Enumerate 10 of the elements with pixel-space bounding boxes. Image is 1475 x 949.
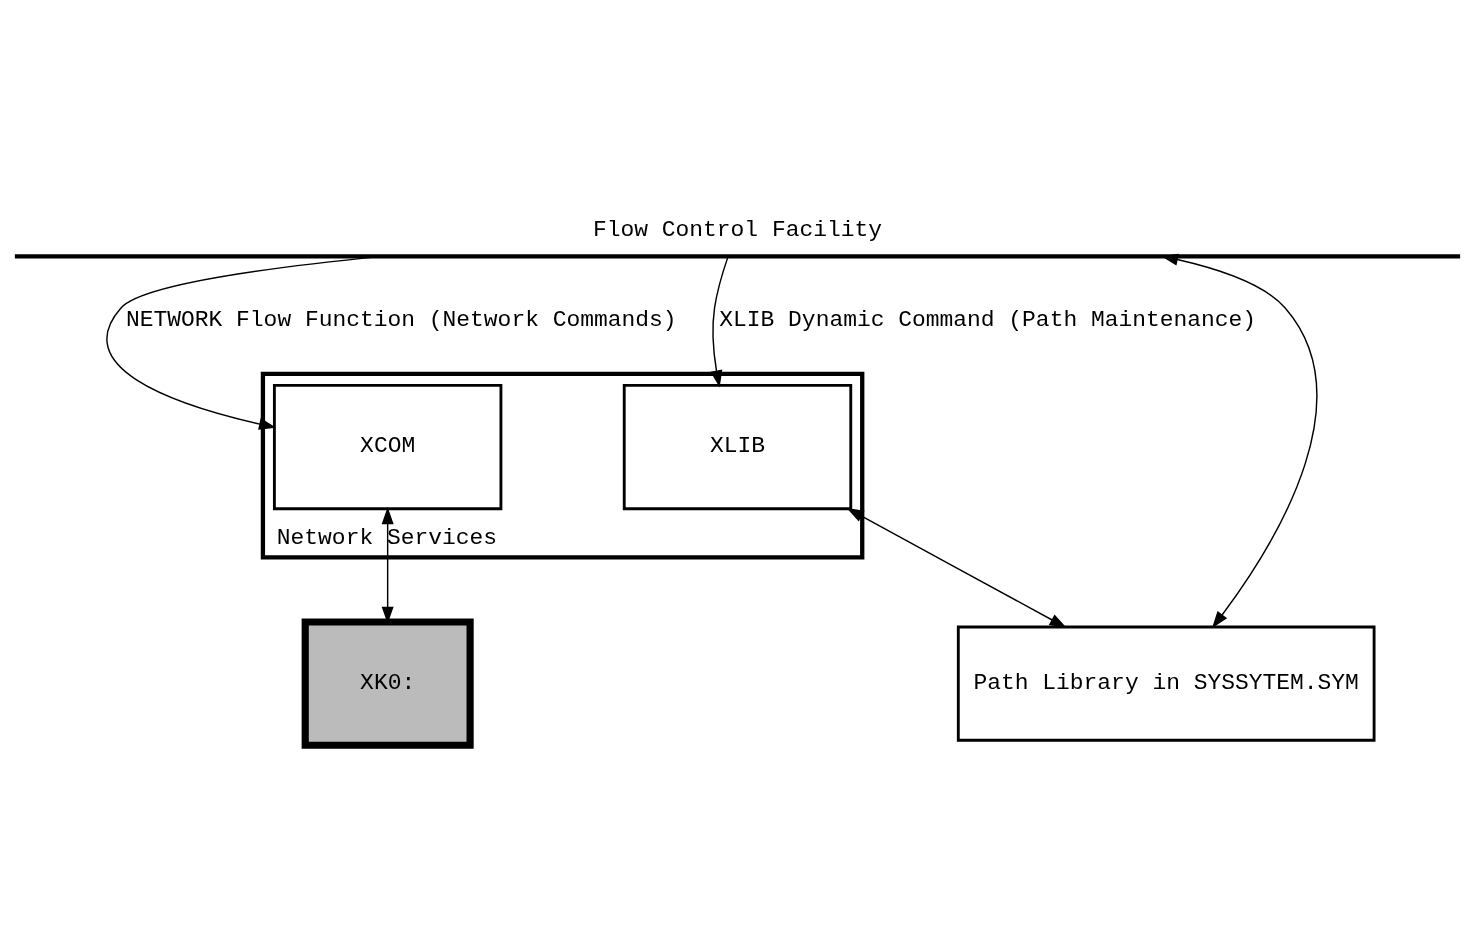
edge-label: NETWORK Flow Function (Network Commands) [125, 306, 677, 333]
node-box: XK0: [301, 617, 474, 749]
arrow [846, 507, 1067, 628]
arrow [106, 255, 384, 430]
node-box: Path Library in SYSSYTEM.SYM [956, 625, 1376, 742]
edge-label: XLIB Dynamic Command (Path Maintenance) [719, 306, 1257, 333]
node-box: XLIB [622, 383, 853, 510]
node-text: Flow Control Facility [592, 216, 883, 243]
arrow [710, 255, 729, 387]
node-box: XCOM [272, 383, 503, 510]
